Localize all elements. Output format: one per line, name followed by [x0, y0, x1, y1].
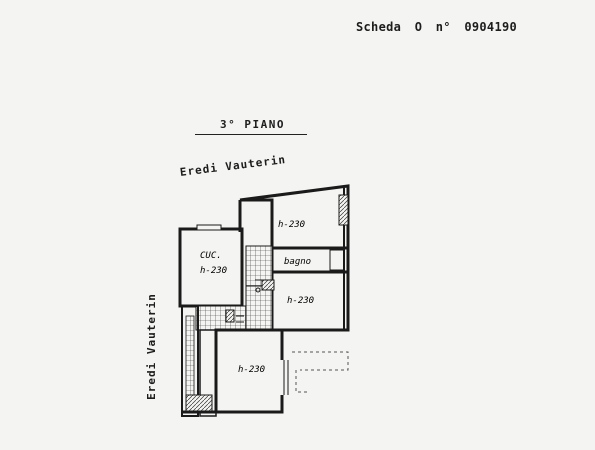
scheda-letter: O — [414, 20, 423, 34]
bottom-room-walls — [182, 328, 289, 414]
upper-outline — [239, 184, 350, 332]
upper-block-walls — [238, 184, 350, 332]
upper-right-column — [338, 194, 349, 226]
bath-label: bagno — [284, 257, 311, 267]
scheda-label: Scheda — [356, 20, 402, 34]
room-top-height: h-230 — [278, 220, 305, 230]
kitchen-height: h-230 — [200, 266, 227, 276]
floor-title: 3° PIANO — [220, 118, 285, 131]
room-bottom-height: h-230 — [238, 365, 265, 375]
corridor-tiles — [195, 245, 275, 331]
kitchen-window — [196, 224, 222, 231]
floor-title-underline — [195, 134, 307, 135]
scheda-number: 0904190 — [464, 20, 518, 34]
number-label: n° — [435, 20, 451, 34]
scheda-header: Scheda O n° 0904190 — [356, 20, 523, 34]
balcony-dashed — [292, 351, 349, 393]
detail-marks — [225, 279, 262, 323]
kitchen-label: CUC. — [200, 251, 222, 261]
room-mid-height: h-230 — [287, 296, 314, 306]
left-strip — [181, 305, 199, 417]
